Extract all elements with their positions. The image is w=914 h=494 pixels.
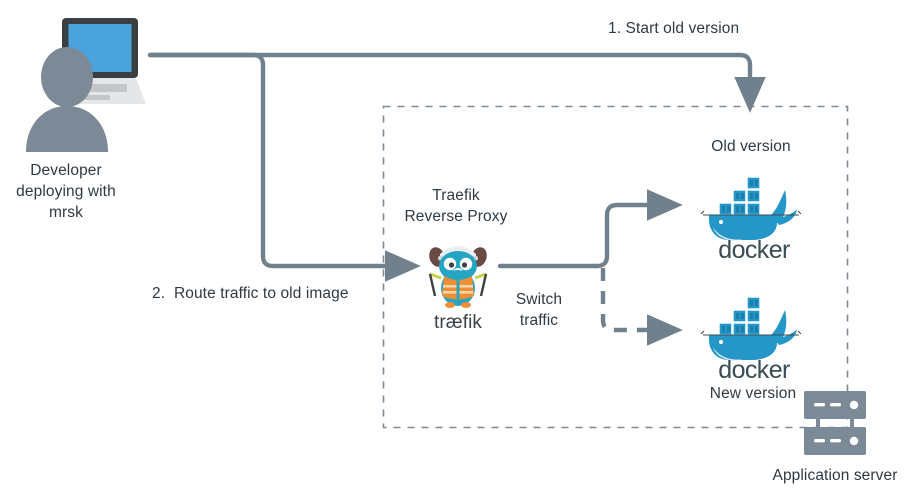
flow-switch-traffic-old (497, 189, 683, 269)
docker-wordmark: docker (718, 356, 790, 380)
traefik-title-label: Traefik Reverse Proxy (404, 187, 508, 225)
switch-traffic-label: Switch traffic (515, 291, 563, 329)
flow-switch-traffic-new (600, 268, 683, 346)
traefik-logo-icon (428, 246, 488, 308)
docker-whale-icon (700, 176, 802, 241)
docker-wordmark: docker (718, 236, 790, 260)
docker-whale-icon (700, 296, 802, 361)
new-version-label: New version (709, 385, 797, 402)
old-version-label: Old version (711, 138, 791, 155)
flow-route-traffic-old-image (147, 52, 421, 282)
old-version-docker: docker (700, 176, 802, 260)
step-1-label: 1. Start old version (608, 20, 740, 37)
traefik-logo-text: træfik (433, 312, 483, 333)
developer-laptop (26, 18, 146, 152)
new-version-docker: docker (700, 296, 802, 380)
application-server-icon (804, 391, 866, 455)
laptop-trackpad-icon (80, 95, 110, 100)
flow-start-old-version (147, 52, 766, 113)
step-2-label: 2. Route traffic to old image (152, 285, 349, 302)
developer-label: Developer deploying with mrsk (16, 162, 116, 221)
person-icon (26, 47, 108, 152)
application-server-label: Application server (772, 467, 898, 484)
